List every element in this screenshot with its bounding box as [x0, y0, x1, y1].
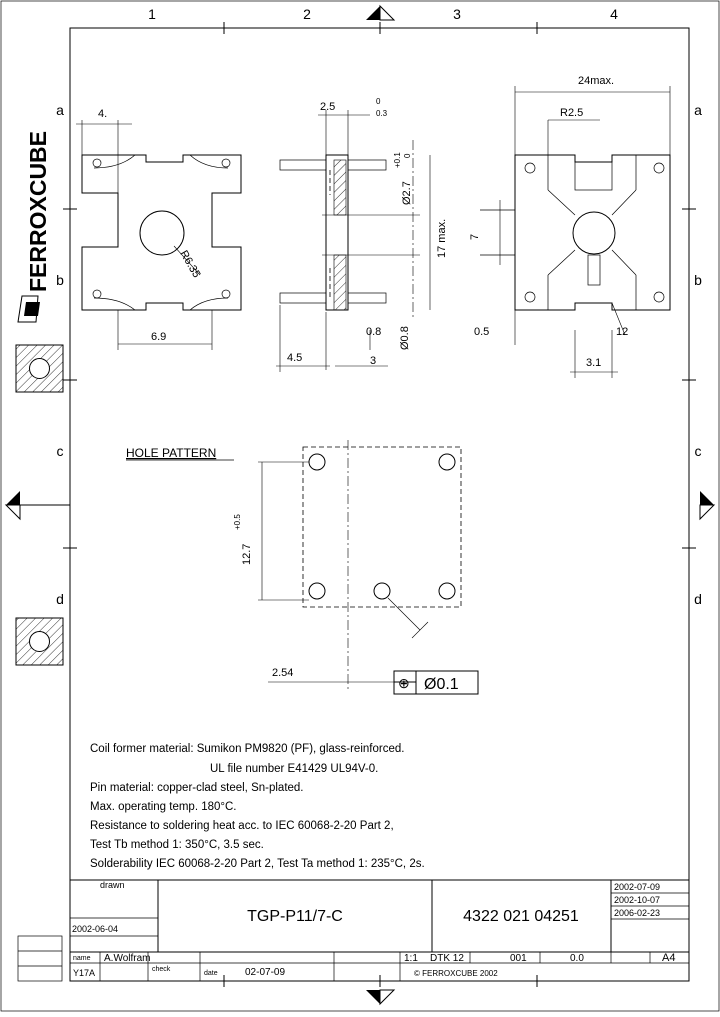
- part-name: TGP-P11/7-C: [247, 908, 343, 925]
- tolerance-value: Ø0.1: [424, 676, 459, 693]
- scale-value: 1:1: [404, 953, 418, 964]
- row-label-b-right: b: [694, 272, 702, 288]
- note-line-1: Coil former material: Sumikon PM9820 (PF…: [90, 743, 404, 755]
- column-label-1: 1: [148, 6, 156, 22]
- revision-date-1: 2002-07-09: [614, 882, 660, 892]
- dim-pin-tol-upper: +0.1: [393, 152, 402, 168]
- dim-max-24: 24max.: [578, 75, 614, 87]
- column-label-4: 4: [610, 6, 618, 22]
- dim-height-max: 17 max.: [436, 219, 448, 258]
- hole-pitch: 2.54: [272, 667, 293, 679]
- dim-width-6-9: 6.9: [151, 331, 166, 343]
- dim-pin-diameter: Ø2.7: [401, 181, 413, 205]
- ferroxcube-logo: FERROXCUBE: [17, 131, 51, 323]
- hatched-symbol-lower: [15, 617, 64, 666]
- title-date-left: 2002-06-04: [72, 924, 118, 934]
- title-block: [17, 879, 690, 982]
- note-line-7: Solderability IEC 60068-2-20 Part 2, Tes…: [90, 858, 425, 870]
- grid-labels: 1 2 3 4 a b c d a b c d: [56, 6, 702, 607]
- sheet-format: A4: [662, 952, 675, 964]
- material-notes: Coil former material: Sumikon PM9820 (PF…: [90, 743, 425, 870]
- dim-top-left-width: 4.: [98, 108, 107, 120]
- right-center-arrow-icon: [700, 491, 714, 505]
- brand-name: FERROXCUBE: [25, 131, 51, 292]
- note-line-3: Pin material: copper-clad steel, Sn-plat…: [90, 782, 304, 794]
- dim-side-0-8: 0.8: [366, 326, 381, 338]
- row-label-a-left: a: [56, 102, 64, 118]
- row-label-a-right: a: [694, 102, 702, 118]
- dim-side-small-diameter: Ø0.8: [399, 326, 411, 350]
- part-number: 4322 021 04251: [463, 908, 579, 925]
- dim-12: 12: [616, 326, 628, 338]
- note-line-2: UL file number E41429 UL94V-0.: [210, 763, 378, 775]
- row-label-d-left: d: [56, 591, 64, 607]
- hole-vertical-dim: 12.7: [241, 544, 253, 565]
- code-segment: DTK 12: [430, 953, 464, 964]
- column-label-2: 2: [303, 6, 311, 22]
- position-tolerance-icon: ⊕: [398, 675, 410, 691]
- revision-date-3: 2006-02-23: [614, 908, 660, 918]
- check-label: check: [152, 966, 171, 973]
- drawn-label: drawn: [100, 880, 125, 890]
- logo-mark-icon: [17, 295, 39, 323]
- note-line-6: Test Tb method 1: 350°C, 3.5 sec.: [90, 839, 264, 851]
- note-line-4: Max. operating temp. 180°C.: [90, 801, 237, 813]
- bottom-view-drawing: [480, 86, 671, 378]
- name-value: A.Wolfram: [104, 953, 151, 964]
- top-center-arrow-icon: [366, 6, 380, 20]
- dim-top-center-tol-upper: 0: [376, 97, 381, 106]
- row-label-c-left: c: [57, 443, 64, 459]
- dim-left-4-5: 4.5: [287, 352, 302, 364]
- date-value: 02-07-09: [245, 967, 285, 978]
- row-label-b-left: b: [56, 272, 64, 288]
- hole-pattern-title: HOLE PATTERN: [126, 446, 216, 460]
- left-center-arrow-icon: [6, 491, 20, 505]
- bottom-center-arrow-icon: [366, 990, 380, 1004]
- code-b: 0.0: [570, 953, 584, 964]
- dim-0-5: 0.5: [474, 326, 489, 338]
- row-label-c-right: c: [695, 443, 702, 459]
- dim-3-1: 3.1: [586, 357, 601, 369]
- hole-pattern-drawing: [258, 440, 479, 695]
- dim-r-2-5: R2.5: [560, 107, 583, 119]
- dim-top-center-width: 2.5: [320, 101, 335, 113]
- dim-pin-tol-lower: 0: [403, 153, 412, 158]
- corner-label: Y17A: [73, 968, 95, 978]
- hole-vertical-tol: +0.5: [233, 514, 242, 530]
- row-label-d-right: d: [694, 591, 702, 607]
- hatched-symbol-upper: [15, 344, 77, 393]
- dim-top-center-tol-lower: 0.3: [376, 109, 388, 118]
- copyright: © FERROXCUBE 2002: [414, 969, 498, 978]
- name-label: name: [73, 955, 91, 962]
- dim-radius: R6.35: [177, 249, 202, 280]
- revision-date-2: 2002-10-07: [614, 895, 660, 905]
- column-label-3: 3: [453, 6, 461, 22]
- top-view-drawing: [76, 120, 242, 350]
- code-a: 001: [510, 953, 527, 964]
- side-section-drawing: [276, 110, 431, 372]
- note-line-5: Resistance to soldering heat acc. to IEC…: [90, 820, 394, 832]
- dim-center-7: 7: [469, 234, 481, 240]
- date-label: date: [204, 970, 218, 977]
- dim-center-3: 3: [370, 355, 376, 367]
